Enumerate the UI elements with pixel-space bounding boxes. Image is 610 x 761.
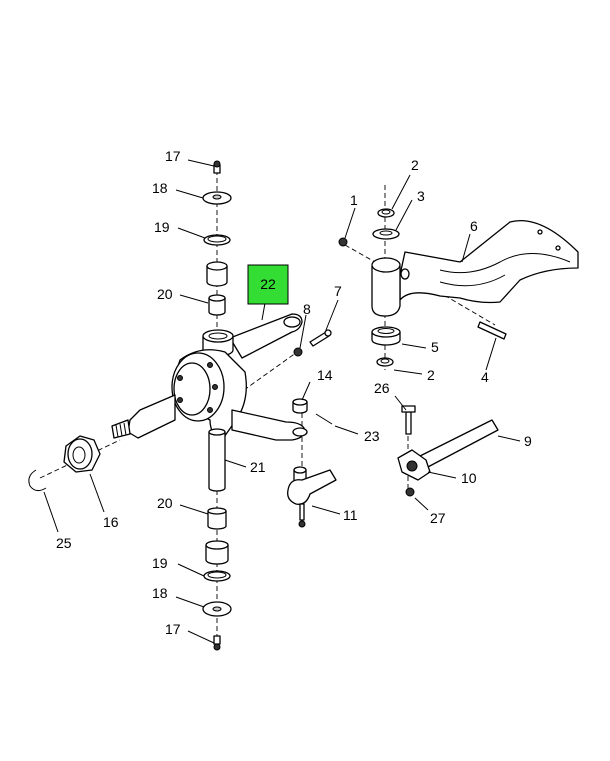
callout-14: 14	[317, 367, 333, 383]
bushing-lower-2-icon	[205, 540, 229, 565]
callout-27: 27	[430, 510, 446, 526]
callout-3: 3	[417, 188, 425, 204]
steering-knuckle-icon	[111, 313, 308, 441]
bolt-26-icon	[401, 405, 416, 435]
callout-11: 11	[343, 507, 358, 523]
callout-4: 4	[481, 369, 489, 385]
seal-ring-upper-icon	[203, 234, 231, 246]
snap-ring-icon	[28, 469, 47, 492]
callout-17-lower: 17	[165, 621, 181, 637]
grease-fitting-lower-icon	[213, 635, 221, 651]
seal-ring-lower-icon	[203, 570, 231, 582]
callout-7: 7	[334, 283, 342, 299]
center-lines	[39, 170, 496, 645]
cotter-pin-23-icon	[315, 413, 333, 425]
shim-3-icon	[372, 228, 400, 240]
lower-kingpin-stack	[202, 428, 232, 651]
callout-2-upper: 2	[411, 157, 419, 173]
bolt-7-icon	[309, 329, 332, 347]
kingpin-icon	[208, 428, 226, 492]
callout-19-lower: 19	[152, 555, 168, 571]
callout-19-upper: 19	[154, 219, 170, 235]
draw-key-4-icon	[477, 321, 507, 340]
spindle-nut-icon	[63, 435, 101, 473]
bushing-upper-icon	[206, 261, 228, 287]
tie-rod-9-icon	[419, 419, 499, 469]
washer-2-lower-icon	[376, 357, 394, 367]
callout-2-lower: 2	[427, 367, 435, 383]
cap-upper-icon	[202, 191, 232, 205]
callout-20-lower: 20	[157, 495, 173, 511]
callout-1: 1	[350, 192, 358, 208]
callout-17-upper: 17	[165, 148, 181, 164]
nut-27-icon	[405, 487, 415, 497]
callout-25: 25	[56, 535, 72, 551]
upper-kingpin-stack	[202, 160, 232, 316]
thrust-bearing-5-icon	[371, 326, 401, 346]
grease-fitting-upper-icon	[213, 160, 221, 174]
nut-1-icon	[338, 237, 348, 247]
callout-9: 9	[524, 433, 532, 449]
callout-18-lower: 18	[152, 585, 168, 601]
callout-18-upper: 18	[152, 180, 168, 196]
washer-2-upper-icon	[377, 208, 395, 218]
callout-6: 6	[470, 218, 478, 234]
axle-beam-icon	[371, 219, 579, 317]
callout-10: 10	[461, 470, 477, 486]
bushing-upper-2-icon	[208, 294, 226, 316]
callout-16: 16	[103, 514, 119, 530]
bushing-lower-icon	[207, 507, 227, 530]
callout-22-label: 22	[260, 276, 276, 292]
callout-23: 23	[364, 428, 380, 444]
callout-8: 8	[303, 301, 311, 317]
highlighted-part-22-callout[interactable]: 22	[247, 264, 289, 305]
callout-5: 5	[431, 339, 439, 355]
callout-26: 26	[374, 380, 390, 396]
tie-rod-end-11-icon	[287, 466, 337, 528]
callout-labels: 17 18 19 20 8 7 1 2 3 6 5 2 4 14 26 23 9…	[56, 148, 532, 637]
leader-lines	[43, 159, 521, 644]
callout-21: 21	[250, 459, 266, 475]
castle-nut-14-icon	[292, 398, 308, 414]
nut-8-icon	[293, 347, 303, 357]
callout-20-upper: 20	[157, 286, 173, 302]
cap-lower-icon	[202, 601, 232, 617]
